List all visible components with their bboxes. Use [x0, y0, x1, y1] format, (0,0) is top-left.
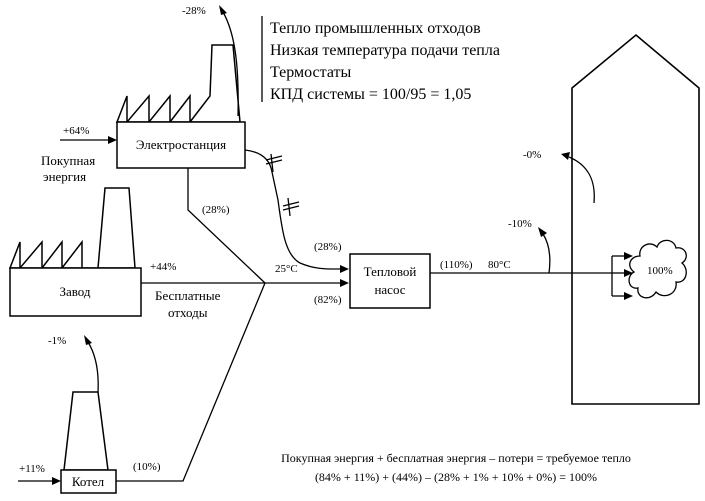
note-1: Тепло промышленных отходов — [270, 20, 481, 37]
plant: Завод — [8, 187, 142, 317]
house-outline — [571, 33, 700, 405]
power-plant-loss-arrow — [222, 11, 239, 117]
electric-line — [244, 149, 342, 270]
power-plant-waste-line — [187, 168, 266, 284]
purchased-energy-label-1: Покупная — [41, 153, 95, 168]
plant-label: Завод — [59, 284, 90, 299]
power-plant-loss-label: -28% — [182, 5, 206, 17]
temp-in-label: 25°C — [275, 263, 298, 275]
pump-out-label: (110%) — [440, 259, 473, 271]
power-plant-box — [116, 121, 246, 169]
purchased-energy-label-2: энергия — [43, 169, 86, 184]
boiler: Котел — [60, 391, 117, 494]
boiler-input-label: +11% — [19, 463, 45, 475]
boiler-label: Котел — [72, 474, 105, 489]
power-plant: Электростанция — [115, 44, 246, 169]
loss-0-arrow — [568, 156, 595, 204]
loss-10-arrow — [542, 233, 551, 274]
power-plant-input-label: +64% — [63, 125, 89, 137]
power-plant-roof — [115, 44, 241, 125]
note-4: КПД системы = 100/95 = 1,05 — [270, 86, 471, 103]
note-2: Низкая температура подачи тепла — [270, 42, 500, 59]
power-plant-label: Электростанция — [136, 137, 226, 152]
heat-pump-label-2: насос — [374, 282, 405, 297]
boiler-loss-arrow — [87, 341, 99, 393]
equation-line-2: (84% + 11%) + (44%) – (28% + 1% + 10% + … — [315, 470, 597, 484]
plant-roof — [8, 187, 136, 271]
loss-10-label: -10% — [508, 218, 532, 230]
boiler-out-label: (10%) — [133, 461, 161, 473]
equation-line-1: Покупная энергия + бесплатная энергия – … — [281, 451, 631, 465]
plant-box — [9, 267, 142, 317]
boiler-loss-label: -1% — [48, 335, 66, 347]
room-heat-label: 100% — [647, 265, 673, 277]
room-heat-cloud — [628, 239, 687, 299]
plant-out-label: +44% — [150, 261, 176, 273]
to-pump-28-label: (28%) — [314, 241, 342, 253]
heat-pump-box — [349, 253, 431, 309]
free-waste-label-1: Бесплатные — [155, 288, 221, 303]
heat-pump: Тепловой насос — [349, 253, 431, 309]
heat-pump-label-1: Тепловой — [364, 264, 417, 279]
temp-out-label: 80°C — [488, 259, 511, 271]
to-pump-82-label: (82%) — [314, 294, 342, 306]
power-plant-out-label: (28%) — [202, 204, 230, 216]
free-waste-label-2: отходы — [168, 305, 208, 320]
note-3: Термостаты — [270, 64, 352, 81]
boiler-chimney — [63, 391, 109, 471]
loss-0-label: -0% — [523, 149, 541, 161]
boiler-out-line — [116, 282, 266, 482]
